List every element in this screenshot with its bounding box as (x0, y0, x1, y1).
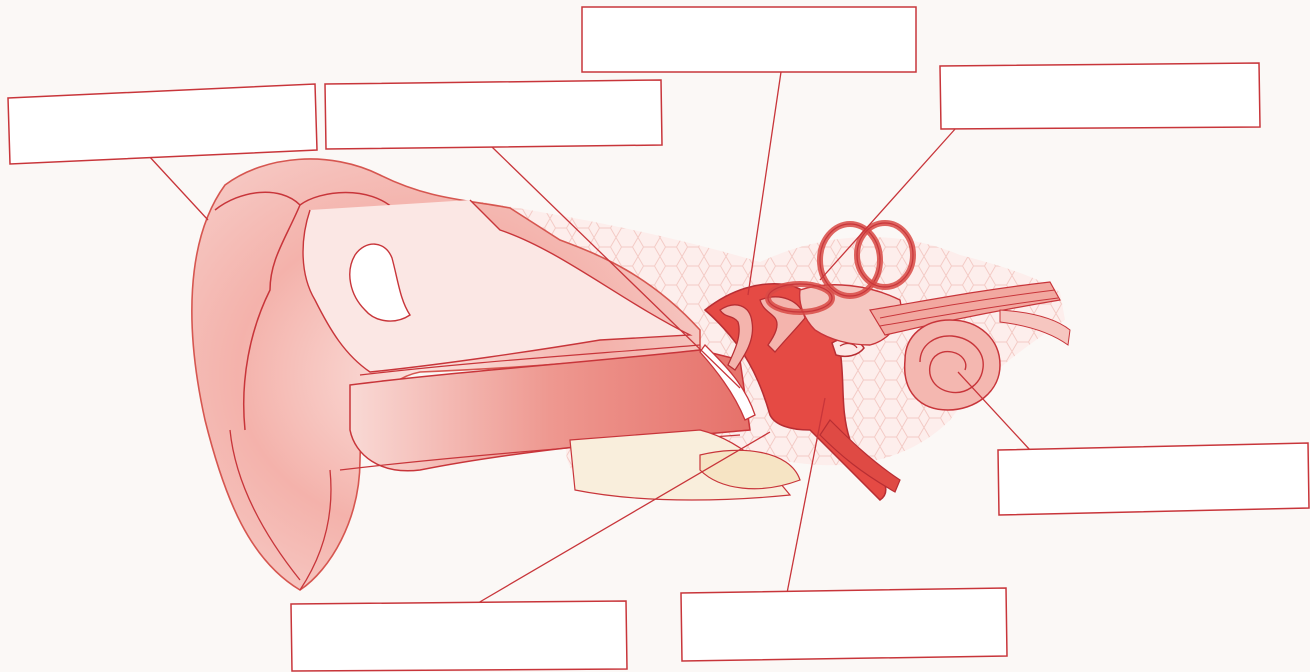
label-box-top-center-left[interactable] (325, 80, 662, 149)
label-box-bottom-left[interactable] (291, 601, 627, 671)
label-box-bottom-center[interactable] (681, 588, 1007, 661)
label-box-right[interactable] (998, 443, 1309, 515)
label-box-top-left[interactable] (8, 84, 317, 164)
label-box-top-center[interactable] (582, 7, 916, 72)
pointer-line-top-left (148, 155, 208, 220)
label-box-top-right[interactable] (940, 63, 1260, 129)
cochlea (905, 320, 1000, 410)
